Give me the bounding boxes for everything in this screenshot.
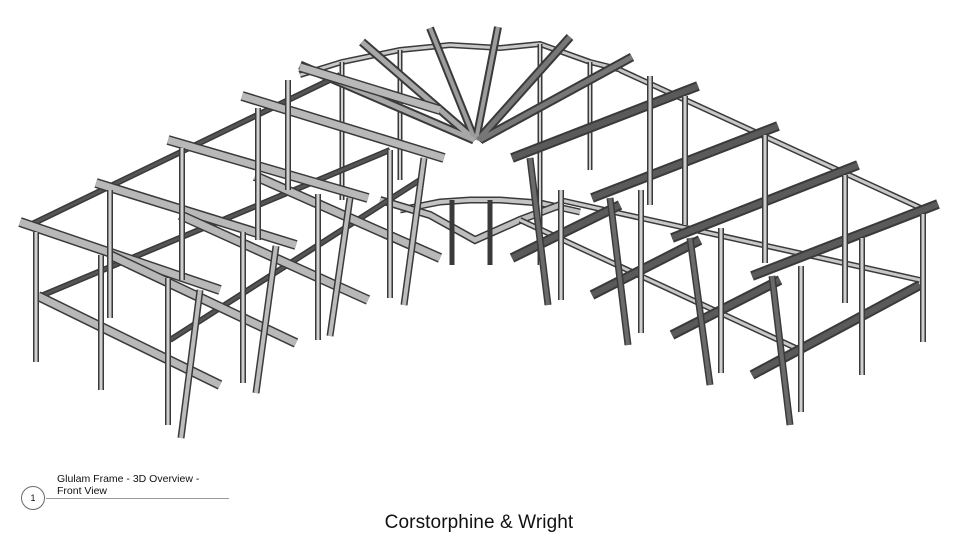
brand-name: Corstorphine & Wright	[384, 512, 574, 533]
left-wing	[18, 62, 446, 439]
view-number-tag: 1	[21, 486, 45, 510]
view-number: 1	[30, 493, 36, 503]
brand-footer: Corstorphine & Wright	[0, 512, 940, 534]
view-title-line2: Front View	[57, 484, 107, 497]
view-title-line1: Glulam Frame - 3D Overview -	[57, 473, 200, 485]
frame-geometry	[18, 26, 940, 439]
view-title-underline	[46, 498, 229, 499]
radiating-rafters	[298, 26, 635, 145]
view-title: Glulam Frame - 3D Overview - Front View	[57, 473, 257, 497]
right-wing	[509, 67, 940, 426]
